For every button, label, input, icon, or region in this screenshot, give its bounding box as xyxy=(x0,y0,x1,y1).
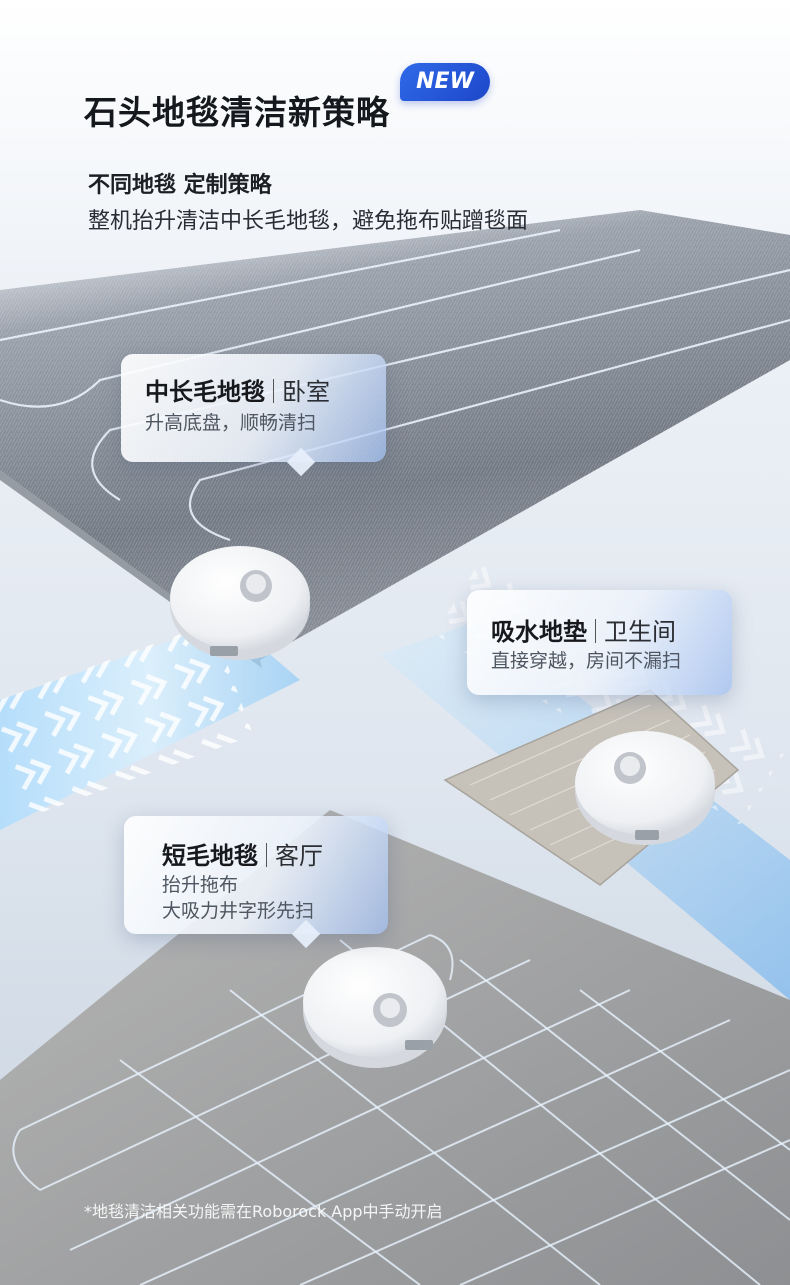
info-card-water-mat: 吸水地垫卫生间 直接穿越，房间不漏扫 xyxy=(467,590,732,695)
card-description-line-2: 大吸力井字形先扫 xyxy=(162,900,315,922)
new-badge: NEW xyxy=(400,63,490,101)
info-card-long-carpet: 中长毛地毯卧室 升高底盘，顺畅清扫 xyxy=(121,354,386,477)
card-title: 短毛地毯客厅 xyxy=(162,836,323,871)
subtitle: 不同地毯 定制策略 xyxy=(88,173,272,198)
room-label: 卧室 xyxy=(282,378,330,406)
carpet-type-label: 短毛地毯 xyxy=(162,842,258,870)
info-card-short-carpet: 短毛地毯客厅 抬升拖布 大吸力井字形先扫 xyxy=(124,816,388,949)
page-title: 石头地毯清洁新策略 xyxy=(84,93,390,132)
carpet-type-label: 中长毛地毯 xyxy=(145,378,265,406)
card-description-line-1: 抬升拖布 xyxy=(162,874,239,896)
robot-vacuum-long-carpet xyxy=(170,546,310,660)
room-label: 客厅 xyxy=(275,842,323,870)
card-title: 中长毛地毯卧室 xyxy=(145,372,330,407)
robot-vacuum-short-carpet xyxy=(303,947,447,1068)
card-description: 升高底盘，顺畅清扫 xyxy=(145,412,317,434)
carpet-type-label: 吸水地垫 xyxy=(491,618,587,646)
footnote: *地毯清洁相关功能需在Roborock App中手动开启 xyxy=(84,1202,443,1221)
room-label: 卫生间 xyxy=(604,618,676,646)
card-description: 直接穿越，房间不漏扫 xyxy=(491,650,682,672)
description: 整机抬升清洁中长毛地毯，避免拖布贴蹭毯面 xyxy=(88,209,529,234)
robot-vacuum-water-mat xyxy=(575,731,715,845)
card-title: 吸水地垫卫生间 xyxy=(491,612,676,647)
